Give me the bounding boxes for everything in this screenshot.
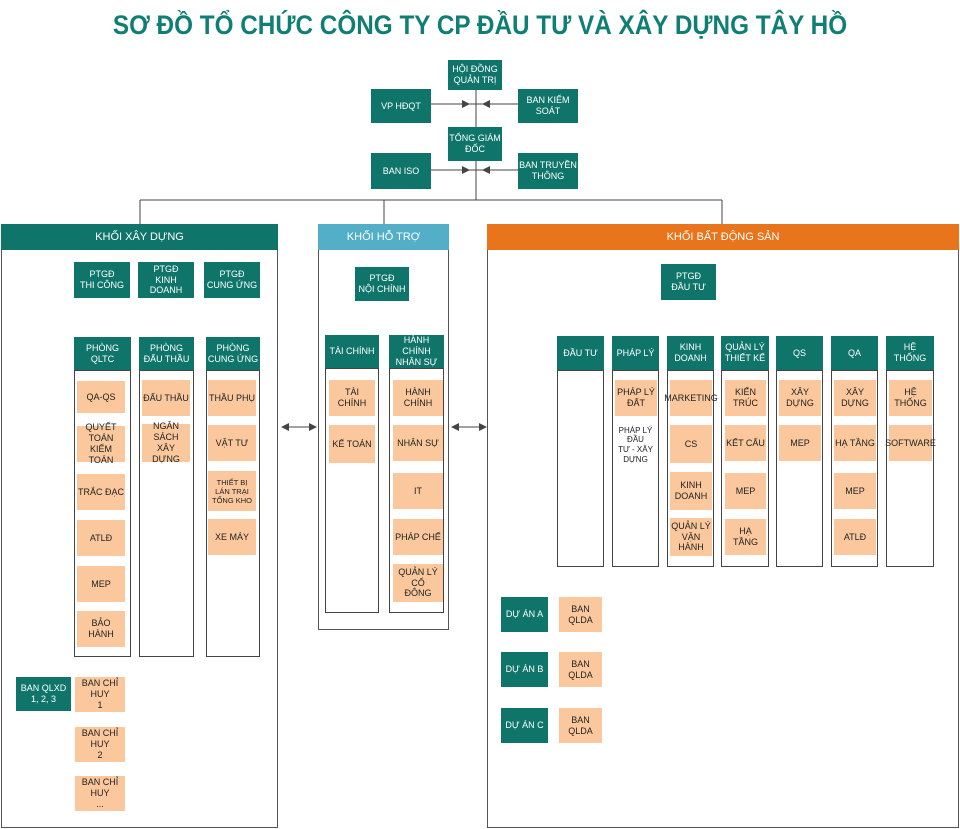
unit-architecture: KIẾN TRÚC — [725, 380, 766, 416]
project-a-board: BAN QLDA — [559, 597, 602, 632]
unit-construction-budget: NGÂN SÁCH XÂY DỰNG — [142, 421, 190, 464]
qltc-column — [74, 370, 131, 657]
dept-legal-box: PHÁP LÝ — [612, 336, 659, 370]
supervisory-board-box: BAN KIỂM SOÁT — [518, 89, 578, 123]
unit-finance: TÀI CHÍNH — [329, 380, 375, 416]
unit-land-legal: PHÁP LÝ ĐẤT — [615, 380, 657, 416]
dept-investment-box: ĐẦU TƯ — [557, 336, 604, 370]
unit-qa-infrastructure: HẠ TẦNG — [834, 425, 876, 461]
command-board-2: BAN CHỈ HUY 2 — [75, 727, 125, 762]
construction-block-header: KHỐI XÂY DỰNG — [1, 224, 278, 250]
unit-survey: TRẮC ĐẠC — [77, 474, 125, 510]
unit-structure: KẾT CẤU — [725, 425, 766, 461]
unit-software: SOFTWARE — [885, 425, 936, 461]
unit-cs: CS — [670, 425, 712, 463]
bidding-column — [139, 370, 194, 657]
unit-subcontractor: THẦU PHỤ — [208, 380, 256, 416]
deputy-investment-box: PTGĐ ĐẦU TƯ — [661, 264, 716, 300]
project-b-board: BAN QLDA — [559, 652, 602, 687]
deputy-supply-box: PTGĐ CUNG ỨNG — [204, 262, 260, 298]
unit-machinery: XE MÁY — [208, 519, 256, 555]
unit-it: IT — [393, 473, 443, 509]
investment-column — [557, 370, 604, 567]
unit-investment-construction-legal: PHÁP LÝ ĐẦU TƯ - XÂY DỰNG — [618, 425, 653, 464]
unit-equipment-warehouse: THIẾT BỊ LÁN TRẠI TỔNG KHO — [208, 471, 256, 511]
unit-hr: NHÂN SỰ — [393, 425, 443, 461]
dept-admin-hr-box: HÀNH CHÍNH NHÂN SỰ — [389, 335, 444, 368]
command-board-1: BAN CHỈ HUY 1 — [75, 677, 125, 712]
project-a-box: DỰ ÁN A — [501, 597, 548, 632]
unit-bidding: ĐẤU THẦU — [142, 380, 190, 416]
unit-qa-qs: QA-QS — [77, 381, 125, 413]
unit-qa-mep: MEP — [834, 473, 876, 509]
unit-mep: MEP — [77, 566, 125, 602]
support-block-header: KHỐI HỖ TRỢ — [318, 224, 449, 250]
deputy-construction-box: PTGĐ THI CÔNG — [74, 262, 130, 298]
project-c-board: BAN QLDA — [559, 708, 602, 743]
dept-qltc-box: PHÒNG QLTC — [74, 337, 131, 370]
project-b-box: DỰ ÁN B — [501, 652, 548, 687]
dept-finance-box: TÀI CHÍNH — [325, 335, 379, 368]
dept-qa-box: QA — [831, 336, 878, 370]
board-office-box: VP HĐQT — [371, 89, 431, 123]
dept-design-management-box: QUẢN LÝ THIẾT KẾ — [721, 336, 769, 370]
unit-system: HỆ THỐNG — [889, 380, 932, 416]
project-c-box: DỰ ÁN C — [501, 708, 548, 743]
unit-settlement-audit: QUYẾT TOÁN KIỂM TOÁN — [77, 422, 125, 465]
ceo-box: TỔNG GIÁM ĐỐC — [448, 127, 502, 161]
unit-administration: HÀNH CHÍNH — [393, 380, 443, 416]
dept-supply-box: PHÒNG CUNG ỨNG — [206, 337, 260, 370]
unit-sales: KINH DOANH — [670, 472, 712, 510]
unit-warranty: BẢO HÀNH — [77, 611, 125, 647]
project-management-board-box: BAN QLXD 1, 2, 3 — [16, 677, 71, 711]
dept-qs-box: QS — [776, 336, 823, 370]
unit-materials: VẬT TƯ — [208, 425, 256, 461]
unit-operation-management: QUẢN LÝ VẬN HÀNH — [670, 518, 712, 556]
page-title: SƠ ĐỒ TỔ CHỨC CÔNG TY CP ĐẦU TƯ VÀ XÂY D… — [112, 10, 848, 40]
command-board-3: BAN CHỈ HUY ... — [75, 776, 125, 811]
unit-qa-construction: XÂY DỰNG — [834, 380, 876, 416]
realestate-block-header: KHỐI BẤT ĐỘNG SẢN — [487, 224, 959, 250]
unit-labor-safety: ATLĐ — [77, 520, 125, 556]
unit-design-mep: MEP — [725, 473, 766, 509]
unit-accounting: KẾ TOÁN — [329, 425, 375, 463]
unit-shareholder-management: QUẢN LÝ CỔ ĐÔNG — [393, 564, 443, 602]
unit-qs-construction: XÂY DỰNG — [779, 380, 821, 416]
unit-design-infrastructure: HẠ TẦNG — [725, 519, 766, 555]
unit-marketing: MARKETING — [664, 380, 718, 416]
unit-qa-labor-safety: ATLĐ — [834, 519, 876, 555]
unit-legal-affairs: PHÁP CHẾ — [393, 519, 443, 555]
deputy-internal-box: PTGĐ NỘI CHÍNH — [355, 267, 409, 301]
deputy-business-box: PTGĐ KINH DOANH — [138, 262, 194, 298]
unit-qs-mep: MEP — [779, 425, 821, 461]
supply-column — [206, 370, 260, 657]
dept-bidding-box: PHÒNG ĐẤU THẦU — [139, 337, 194, 370]
dept-business-box: KINH DOANH — [667, 336, 714, 370]
board-of-directors-box: HỘI ĐỒNG QUẢN TRỊ — [448, 60, 502, 90]
media-board-box: BAN TRUYỀN THÔNG — [518, 153, 578, 189]
dept-system-box: HỆ THỐNG — [886, 336, 934, 370]
iso-board-box: BAN ISO — [371, 153, 431, 189]
